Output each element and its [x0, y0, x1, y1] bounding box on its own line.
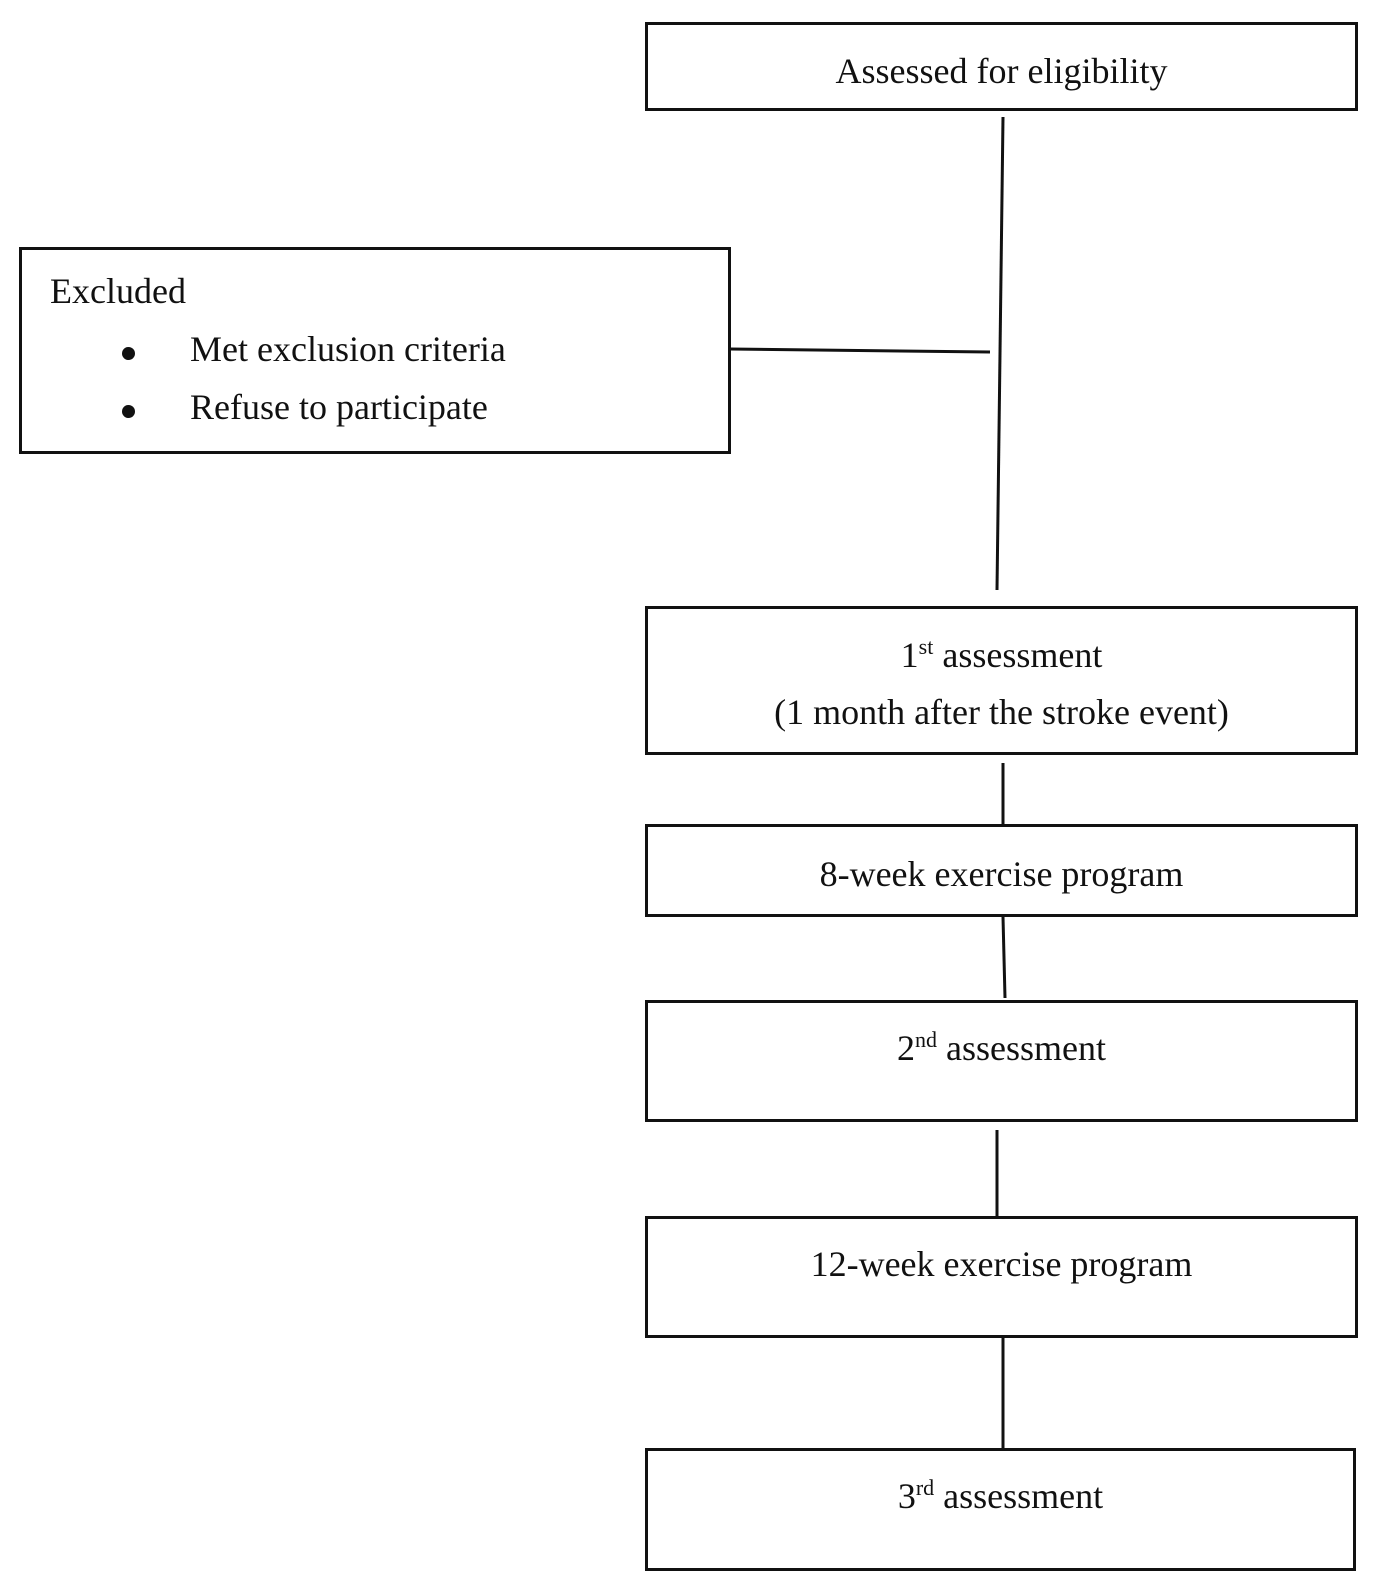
excluded-box: Excluded Met exclusion criteria Refuse t… — [19, 247, 731, 454]
first-assessment-ordinal: st — [918, 633, 934, 659]
third-assessment-label: assessment — [934, 1476, 1104, 1516]
excluded-item-label: Met exclusion criteria — [190, 329, 506, 369]
excluded-item-label: Refuse to participate — [190, 387, 488, 427]
assessed-for-eligibility-box: Assessed for eligibility — [645, 22, 1358, 111]
third-assessment-ordinal: rd — [915, 1474, 935, 1500]
first-assessment-number: 1 — [900, 635, 919, 675]
second-assessment-number: 2 — [897, 1028, 915, 1068]
first-assessment-label: assessment — [933, 635, 1103, 675]
second-assessment-title: 2nd assessment — [648, 1003, 1355, 1075]
twelve-week-program-box: 12-week exercise program — [645, 1216, 1358, 1338]
third-assessment-number: 3 — [897, 1476, 916, 1516]
bullet-icon — [122, 347, 135, 360]
first-assessment-subtitle: (1 month after the stroke event) — [774, 692, 1229, 732]
connector-eligibility-to-first-assessment — [995, 116, 1005, 591]
twelve-week-program-label: 12-week exercise program — [810, 1244, 1193, 1284]
third-assessment-box: 3rd assessment — [645, 1448, 1356, 1571]
eight-week-program-label: 8-week exercise program — [819, 854, 1184, 894]
excluded-title: Excluded — [50, 271, 186, 311]
first-assessment-title: 1st assessment — [648, 609, 1355, 682]
first-assessment-box: 1st assessment (1 month after the stroke… — [645, 606, 1358, 755]
second-assessment-label: assessment — [937, 1028, 1106, 1068]
second-assessment-ordinal: nd — [915, 1026, 937, 1052]
bullet-icon — [122, 405, 135, 418]
connector-branch-to-excluded — [729, 347, 991, 354]
assessed-for-eligibility-label: Assessed for eligibility — [835, 51, 1168, 91]
second-assessment-box: 2nd assessment — [645, 1000, 1358, 1122]
third-assessment-title: 3rd assessment — [648, 1451, 1353, 1523]
eight-week-program-box: 8-week exercise program — [645, 824, 1358, 917]
connector-8-week-to-second-assessment — [1001, 916, 1007, 999]
